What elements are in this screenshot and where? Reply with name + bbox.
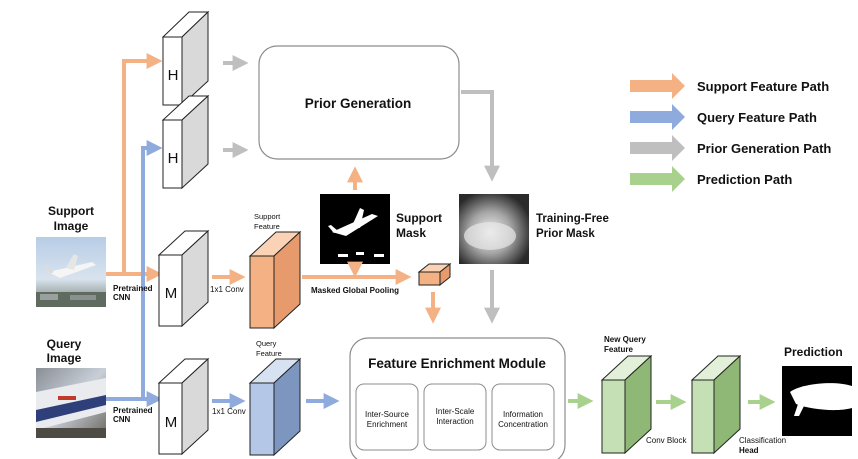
query-feature-cube <box>248 357 302 457</box>
support-input-paths <box>106 53 163 282</box>
feature-enrichment-module: Feature Enrichment Module Inter-Source E… <box>349 337 566 459</box>
legend-label-query: Query Feature Path <box>697 110 817 125</box>
legend-label-support: Support Feature Path <box>697 79 829 94</box>
legend-arrow-support-icon <box>630 73 685 99</box>
support-mask-image <box>320 194 390 264</box>
mid-block-label: M <box>165 285 178 302</box>
classification-head-line2: Head <box>739 446 759 455</box>
prior-mask-label-line1: Training-Free <box>536 213 609 225</box>
fem-block-inter-source <box>355 383 419 451</box>
conv-block-cube <box>690 354 742 455</box>
high-block-label: H <box>168 150 179 167</box>
prior-mask-image <box>459 194 529 264</box>
support-image-title: Support <box>48 204 94 218</box>
legend-arrow-prior-icon <box>630 135 685 161</box>
arrow-prior-to-mask <box>461 90 500 182</box>
prior-generation-box: Prior Generation <box>258 45 460 160</box>
query-feature-label-line1: Query <box>256 339 277 348</box>
pretrained-cnn-query-line1: Pretrained <box>113 406 153 415</box>
classification-head-line1: Classification <box>739 436 786 445</box>
new-query-feature-cube <box>600 354 653 455</box>
legend-label-prior: Prior Generation Path <box>697 141 831 156</box>
query-input-paths <box>106 140 163 407</box>
high-block-label: H <box>168 67 179 84</box>
fem-block-2-line2: Interaction <box>436 417 473 426</box>
query-feature-label-line2: Feature <box>256 349 282 358</box>
mid-block-label: M <box>165 414 178 431</box>
prediction-title: Prediction <box>784 345 843 359</box>
legend-item-prior: Prior Generation Path <box>630 135 831 161</box>
prediction-mask-image <box>782 366 852 436</box>
query-image-photo <box>36 368 106 438</box>
conv1x1-support-label: 1x1 Conv <box>210 285 244 294</box>
fem-block-3-line1: Information <box>503 410 543 419</box>
fem-block-3-line2: Concentration <box>498 420 548 429</box>
conv-block-label: Conv Block <box>646 436 687 445</box>
support-image-subtitle: Image <box>54 219 89 233</box>
legend-label-prediction: Prediction Path <box>697 172 792 187</box>
fem-block-1-line1: Inter-Source <box>365 410 410 419</box>
legend-arrow-prediction-icon <box>630 166 685 192</box>
mid-level-block-query: M <box>157 357 210 456</box>
pretrained-cnn-query-line2: CNN <box>113 415 131 424</box>
support-feature-cube <box>248 230 302 330</box>
fem-block-1-line2: Enrichment <box>367 420 408 429</box>
fem-title: Feature Enrichment Module <box>368 356 546 371</box>
legend-arrow-query-icon <box>630 104 685 130</box>
support-mask-label-line1: Support <box>396 211 442 225</box>
fem-block-2-line1: Inter-Scale <box>436 407 475 416</box>
query-image-title: Query <box>47 337 82 351</box>
prior-generation-title: Prior Generation <box>305 96 412 111</box>
conv1x1-query-label: 1x1 Conv <box>212 407 246 416</box>
mid-level-block-support: M <box>157 229 210 328</box>
new-query-feature-label-line2: Feature <box>604 345 633 354</box>
fem-block-inter-scale <box>423 383 487 451</box>
support-feature-label-line2: Feature <box>254 222 280 231</box>
legend-item-support: Support Feature Path <box>630 73 829 99</box>
support-image-photo <box>36 237 106 307</box>
high-level-block-support: H <box>161 10 210 107</box>
pooled-vector-cube <box>417 262 452 287</box>
support-mask-label-line2: Mask <box>396 226 426 240</box>
fem-block-information-concentration <box>491 383 555 451</box>
legend-item-query: Query Feature Path <box>630 104 817 130</box>
support-image-group: Support Image <box>36 204 106 307</box>
legend-item-prediction: Prediction Path <box>630 166 792 192</box>
pretrained-cnn-support-line2: CNN <box>113 293 131 302</box>
prior-mask-label-line2: Prior Mask <box>536 228 595 240</box>
masked-pooling-label: Masked Global Pooling <box>311 286 399 295</box>
query-image-group: Query Image <box>36 337 106 438</box>
query-image-subtitle: Image <box>47 351 82 365</box>
high-level-block-query: H <box>161 94 210 190</box>
pretrained-cnn-support-line1: Pretrained <box>113 284 153 293</box>
new-query-feature-label-line1: New Query <box>604 335 646 344</box>
support-feature-label-line1: Support <box>254 212 281 221</box>
legend: Support Feature Path Query Feature Path … <box>630 73 831 192</box>
